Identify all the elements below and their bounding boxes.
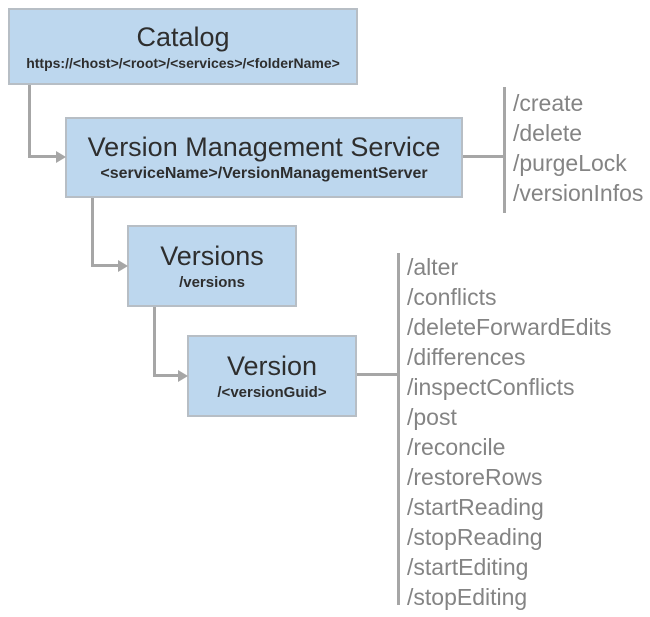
- connector-version-to-operations: [357, 373, 398, 376]
- operation-label: /versionInfos: [513, 180, 644, 206]
- operation-label: /differences: [407, 344, 526, 370]
- arrow-right-icon: [118, 259, 128, 272]
- connector-vms-to-operations: [463, 155, 504, 158]
- connector-vms-to-versions-vertical: [91, 198, 94, 267]
- vms-operations-bracket-line: [503, 87, 506, 213]
- node-version-management-service: Version Management Service <serviceName>…: [65, 117, 463, 198]
- operation-label: /purgeLock: [513, 150, 627, 176]
- operation-label: /stopEditing: [407, 584, 528, 610]
- operation-label: /conflicts: [407, 284, 497, 310]
- connector-versions-to-version-horizontal: [153, 374, 179, 377]
- connector-vms-to-versions-horizontal: [91, 264, 119, 267]
- operation-label: /inspectConflicts: [407, 374, 575, 400]
- arrow-right-icon: [56, 150, 66, 163]
- operation-label: /stopReading: [407, 524, 543, 550]
- operation-label: /startReading: [407, 494, 544, 520]
- operation-label: /restoreRows: [407, 464, 543, 490]
- operation-label: /deleteForwardEdits: [407, 314, 612, 340]
- vms-operations-list: /create/delete/purgeLock/versionInfos: [513, 88, 643, 208]
- catalog-url: https://<host>/<root>/<services>/<folder…: [26, 54, 340, 71]
- version-operations-bracket-line: [397, 253, 400, 605]
- node-catalog: Catalog https://<host>/<root>/<services>…: [8, 8, 358, 85]
- operation-label: /post: [407, 404, 457, 430]
- node-version: Version /<versionGuid>: [187, 335, 357, 417]
- node-versions: Versions /versions: [127, 225, 297, 307]
- operation-label: /create: [513, 90, 584, 116]
- operation-label: /startEditing: [407, 554, 529, 580]
- connector-versions-to-version-vertical: [153, 307, 156, 377]
- version-path: /<versionGuid>: [217, 383, 327, 401]
- version-operations-list: /alter/conflicts/deleteForwardEdits/diff…: [407, 252, 612, 612]
- vms-title: Version Management Service: [87, 132, 441, 163]
- connector-catalog-to-vms-vertical: [28, 85, 31, 158]
- catalog-title: Catalog: [136, 22, 230, 53]
- version-title: Version: [226, 351, 318, 382]
- operation-label: /alter: [407, 254, 459, 280]
- vms-path: <serviceName>/VersionManagementServer: [100, 164, 428, 182]
- versions-title: Versions: [160, 241, 264, 272]
- arrow-right-icon: [178, 369, 188, 382]
- operation-label: /delete: [513, 120, 583, 146]
- versions-path: /versions: [179, 273, 245, 291]
- operation-label: /reconcile: [407, 434, 506, 460]
- connector-catalog-to-vms-horizontal: [28, 155, 57, 158]
